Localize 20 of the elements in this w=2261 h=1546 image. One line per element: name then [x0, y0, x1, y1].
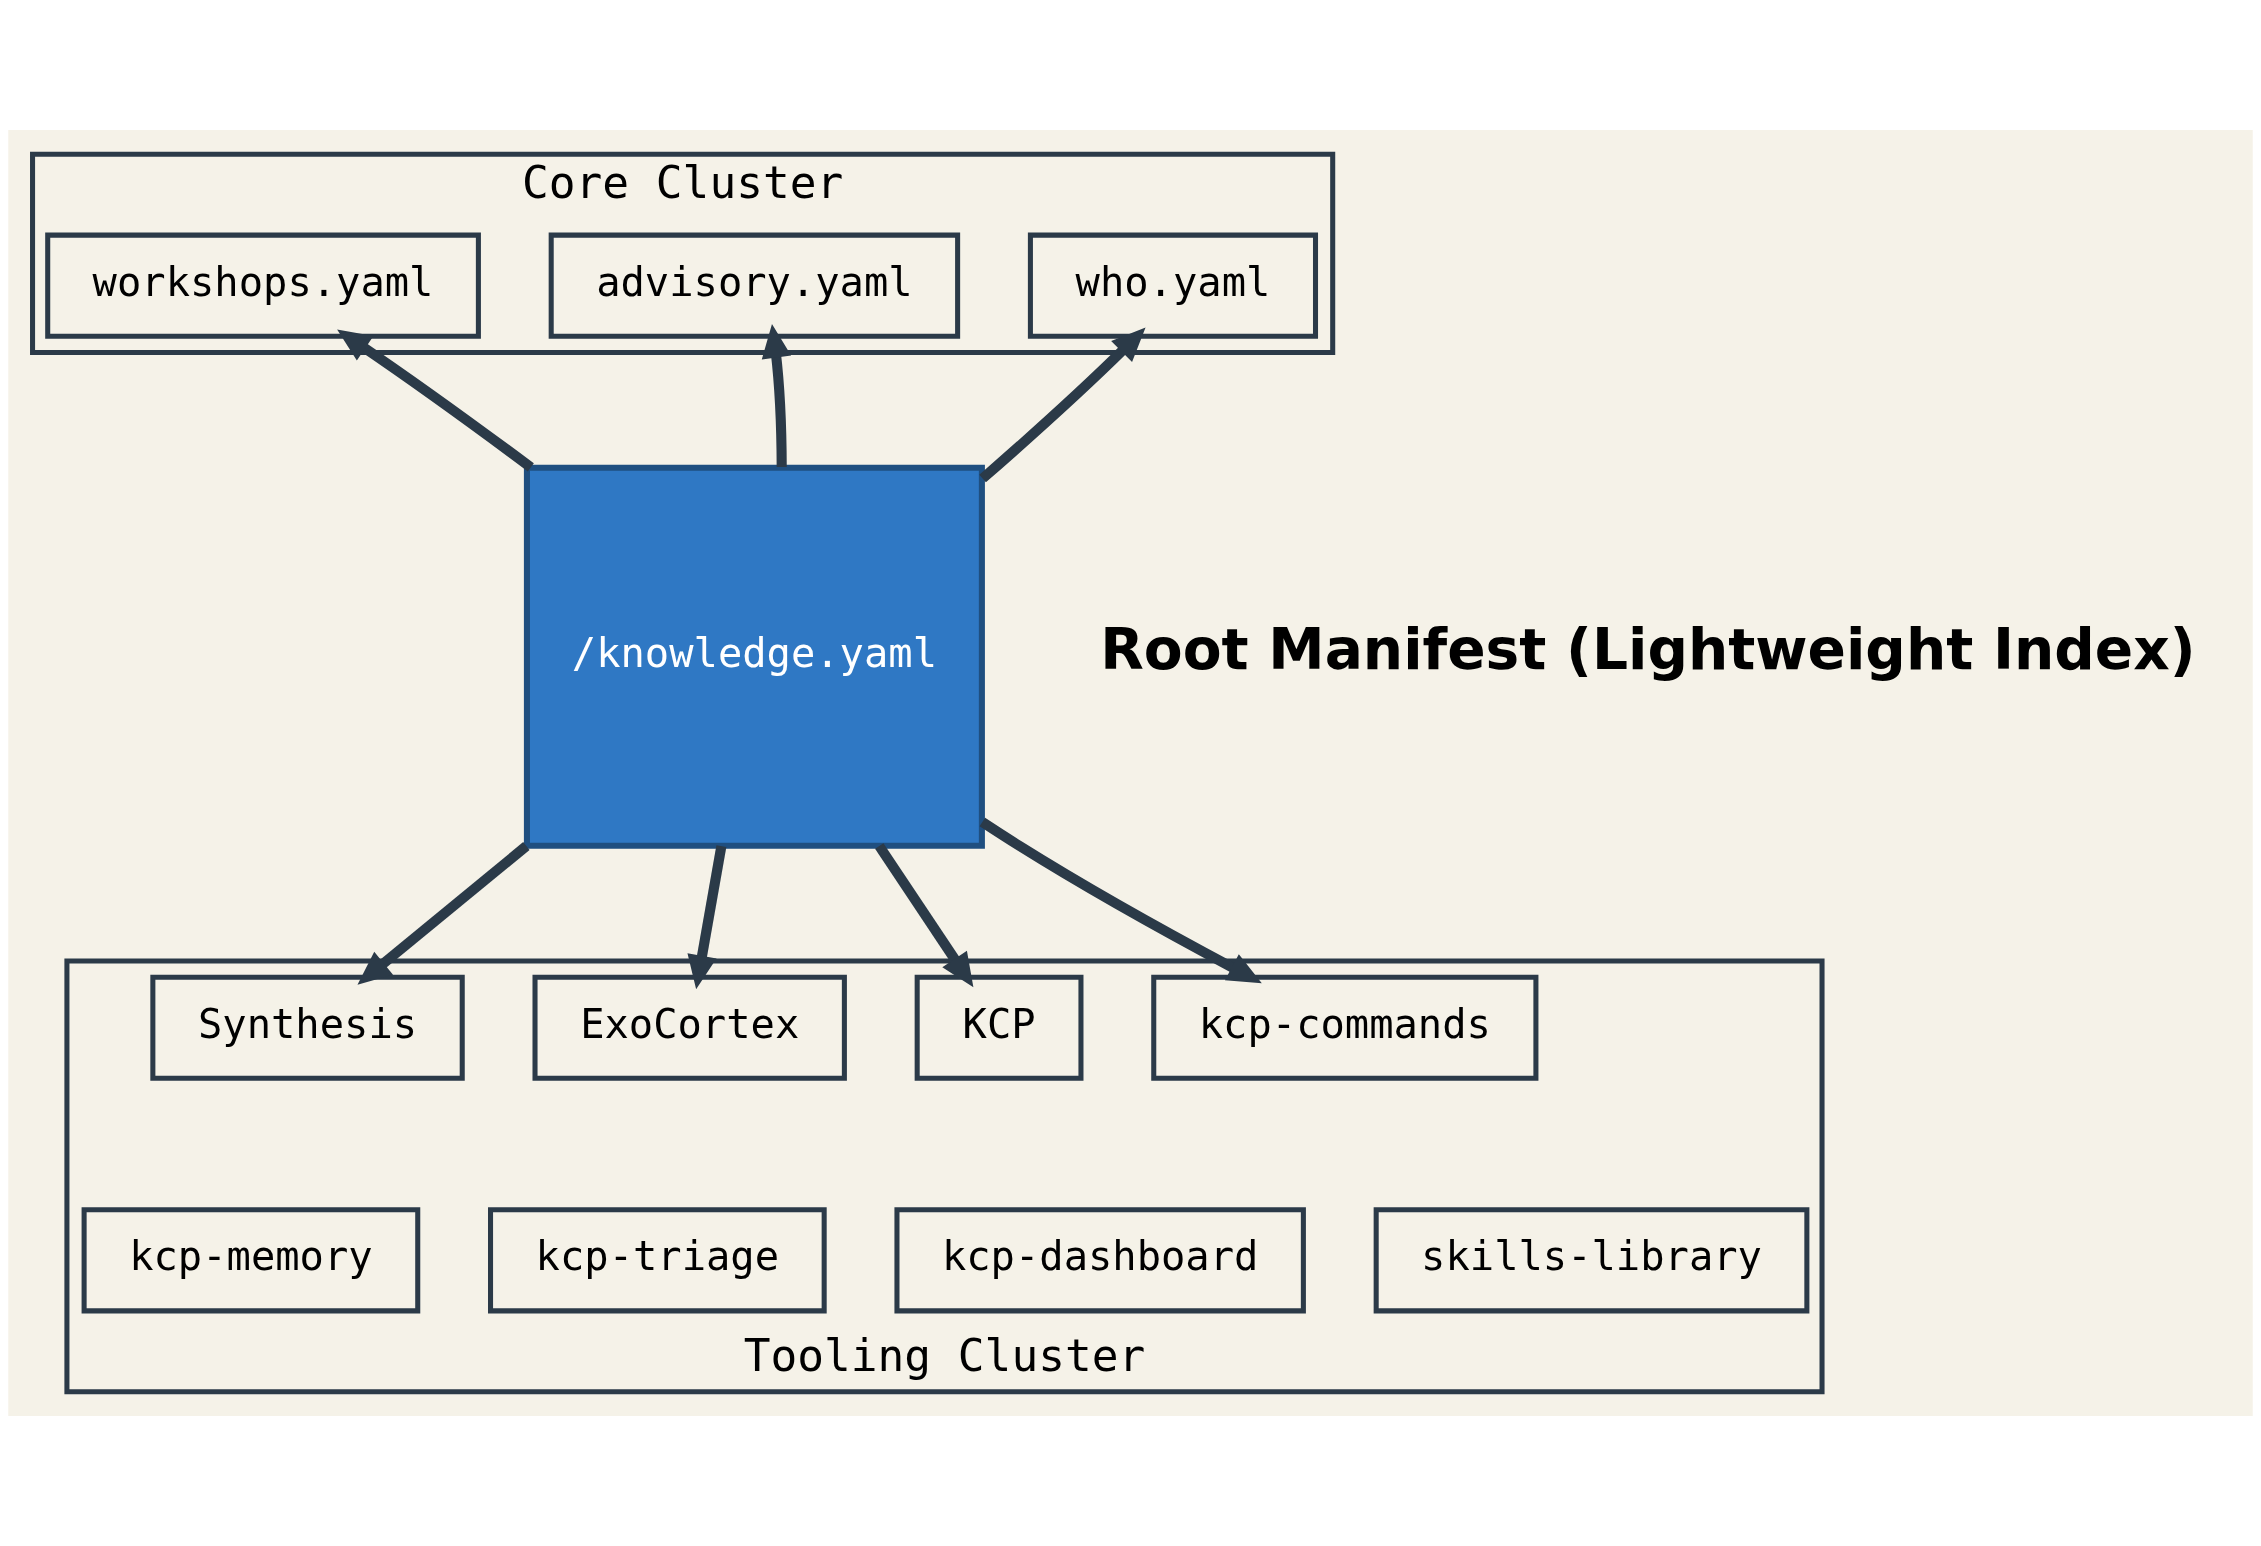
arrow	[979, 817, 1262, 984]
node-box: KCP	[914, 974, 1084, 1081]
node-box: ExoCortex	[532, 974, 847, 1081]
node-box: kcp-triage	[488, 1207, 827, 1314]
node-box: kcp-memory	[81, 1207, 421, 1314]
arrow	[875, 843, 974, 988]
node-label: Root Manifest (Lightweight Index)	[1100, 615, 2196, 682]
node-box: workshops.yaml	[45, 232, 481, 339]
arrow	[761, 323, 792, 467]
arrow	[979, 327, 1146, 483]
node-box: Synthesis	[150, 974, 465, 1081]
node-box: who.yaml	[1027, 232, 1319, 339]
arrow	[357, 842, 530, 985]
node-box: advisory.yaml	[548, 232, 961, 339]
node-box: skills-library	[1373, 1207, 1810, 1314]
arrow	[687, 845, 727, 990]
node-box: kcp-commands	[1151, 974, 1539, 1081]
node-box: /knowledge.yaml	[523, 464, 985, 849]
node-box: kcp-dashboard	[894, 1207, 1306, 1314]
arrow	[337, 329, 534, 472]
